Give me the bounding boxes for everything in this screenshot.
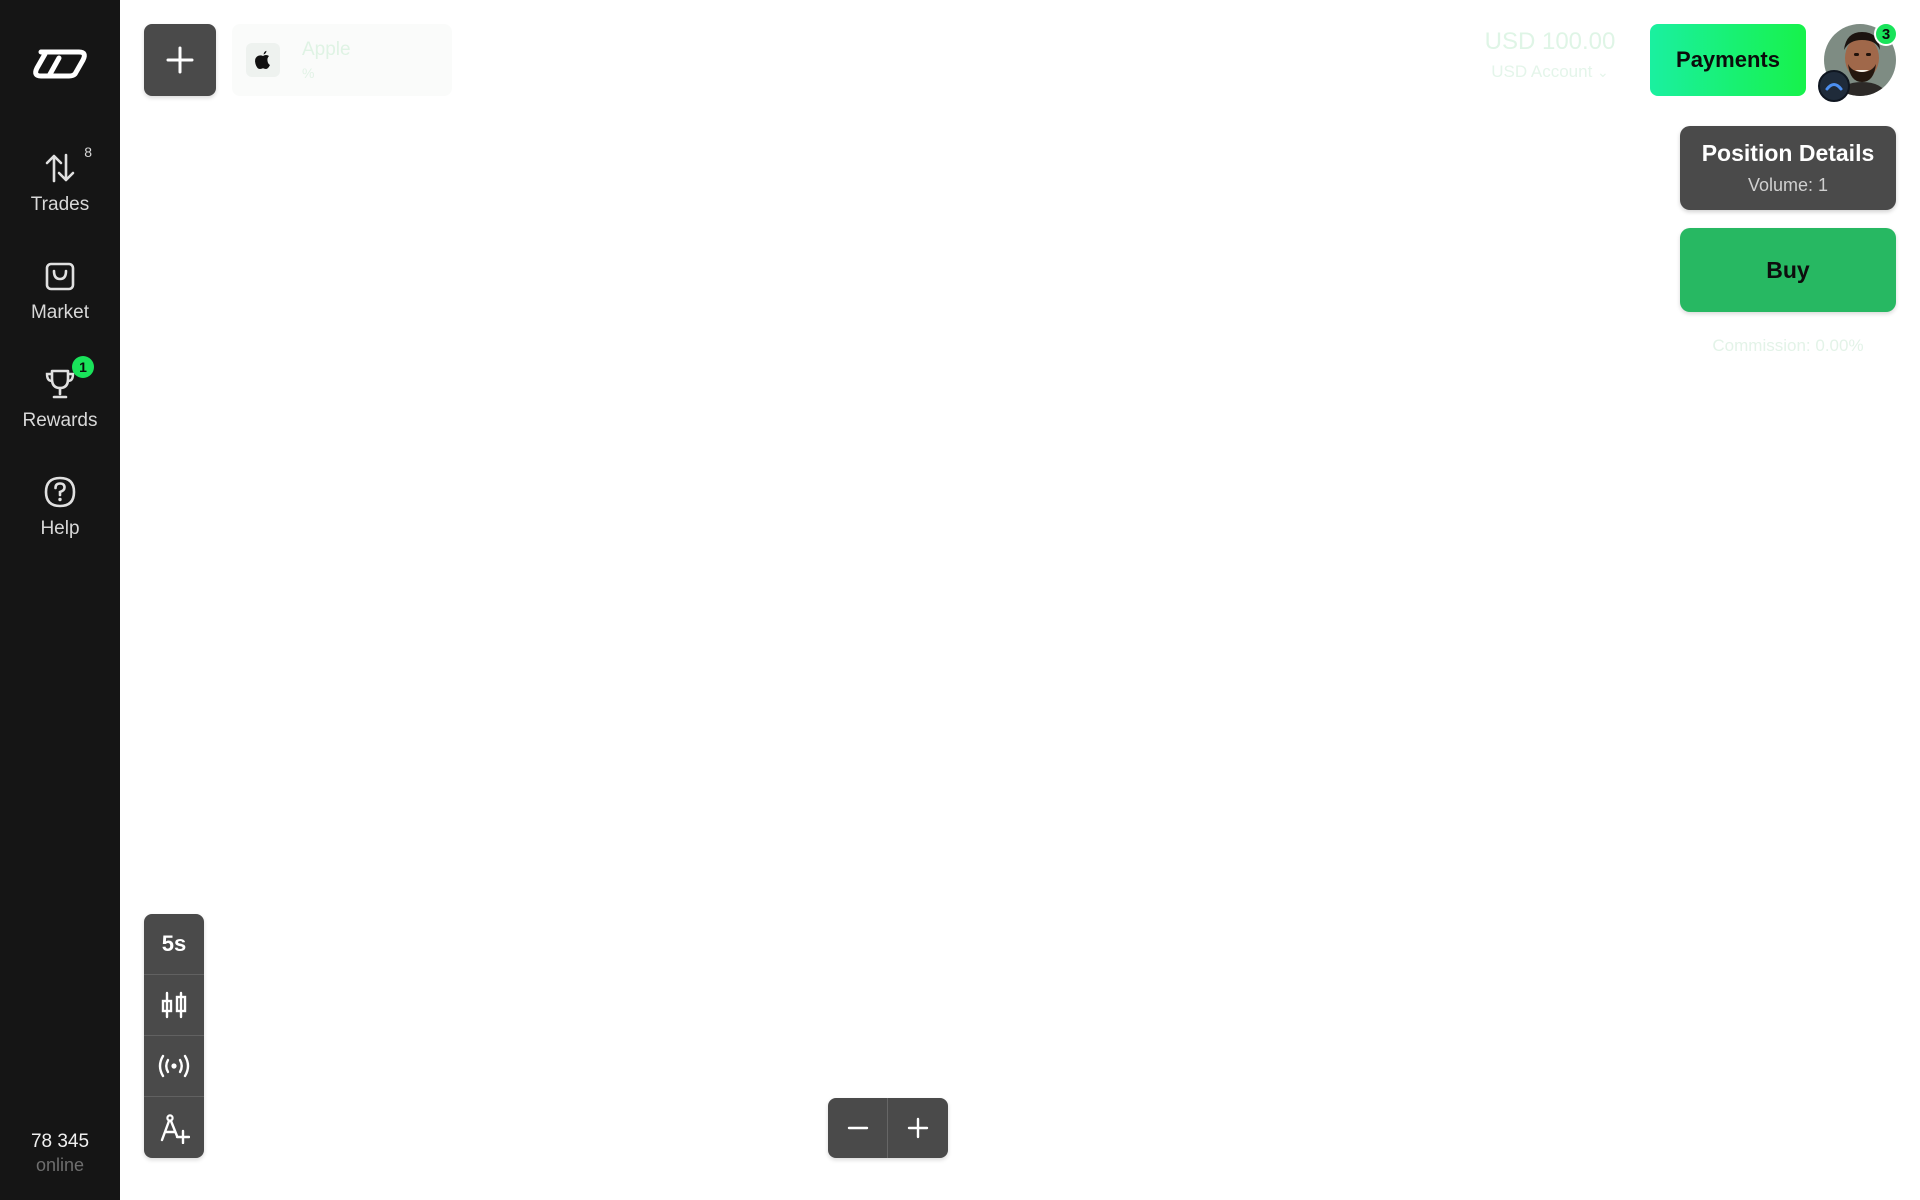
payments-button[interactable]: Payments	[1650, 24, 1806, 96]
candlestick-icon	[161, 991, 187, 1019]
chart-type-button[interactable]	[144, 975, 204, 1036]
question-circle-icon	[40, 472, 80, 512]
position-title: Position Details	[1701, 140, 1875, 166]
sidebar-item-help[interactable]: Help	[0, 472, 120, 572]
plus-icon	[166, 46, 194, 74]
trophy-icon: 1	[40, 356, 94, 404]
buy-button[interactable]: Buy	[1680, 228, 1896, 312]
commission-text: Commission: 0.00%	[1712, 336, 1864, 355]
drawing-tools-icon	[160, 1113, 190, 1144]
asset-change: %	[302, 65, 315, 81]
shopping-bag-icon	[40, 256, 80, 296]
sidebar-item-rewards[interactable]: 1 Rewards	[0, 356, 120, 464]
signals-button[interactable]	[144, 1036, 204, 1097]
plus-icon	[907, 1117, 929, 1139]
trades-count: 8	[84, 144, 92, 160]
arrows-up-down-icon: 8	[40, 144, 92, 188]
position-details-card[interactable]: Position Details Volume: 1	[1680, 126, 1896, 210]
balance-amount: USD 100.00	[1484, 28, 1616, 55]
profile-avatar[interactable]: 3	[1818, 22, 1898, 102]
drawing-tools-button[interactable]	[144, 1097, 204, 1158]
signal-icon	[158, 1054, 190, 1078]
zoom-in-button[interactable]	[888, 1098, 948, 1158]
asset-selector[interactable]: Apple %	[232, 24, 452, 96]
brand-logo[interactable]	[30, 44, 90, 84]
zoom-out-button[interactable]	[828, 1098, 888, 1158]
level-icon	[1818, 70, 1850, 102]
sidebar: 8 Trades Market 1 Rewards	[0, 0, 120, 1200]
logo-icon	[33, 49, 87, 79]
sidebar-item-label: Rewards	[22, 410, 98, 431]
sidebar-item-trades[interactable]: 8 Trades	[0, 144, 120, 248]
minus-icon	[847, 1126, 868, 1130]
notification-badge: 3	[1874, 22, 1898, 46]
online-counter: 78 345 online	[0, 1131, 120, 1176]
online-count: 78 345	[30, 1131, 90, 1152]
account-balance[interactable]: USD 100.00 USD Account ⌄	[1470, 28, 1630, 82]
sidebar-item-label: Trades	[30, 194, 90, 215]
zoom-controls	[828, 1098, 948, 1158]
position-volume: Volume: 1	[1747, 175, 1829, 195]
chart-toolbar: 5s	[144, 914, 204, 1158]
account-label: USD Account	[1491, 62, 1593, 81]
apple-logo-icon	[246, 43, 280, 77]
online-label: online	[35, 1155, 85, 1175]
sidebar-item-label: Help	[40, 518, 80, 539]
account-type: USD Account ⌄	[1470, 62, 1630, 82]
asset-info: Apple %	[302, 39, 351, 81]
sidebar-item-market[interactable]: Market	[0, 256, 120, 356]
asset-name: Apple	[302, 39, 351, 60]
sidebar-item-label: Market	[30, 302, 90, 323]
rewards-badge: 1	[72, 356, 94, 378]
add-asset-button[interactable]	[144, 24, 216, 96]
timeframe-label: 5s	[161, 931, 187, 956]
timeframe-button[interactable]: 5s	[144, 914, 204, 975]
chevron-down-icon: ⌄	[1597, 64, 1609, 80]
